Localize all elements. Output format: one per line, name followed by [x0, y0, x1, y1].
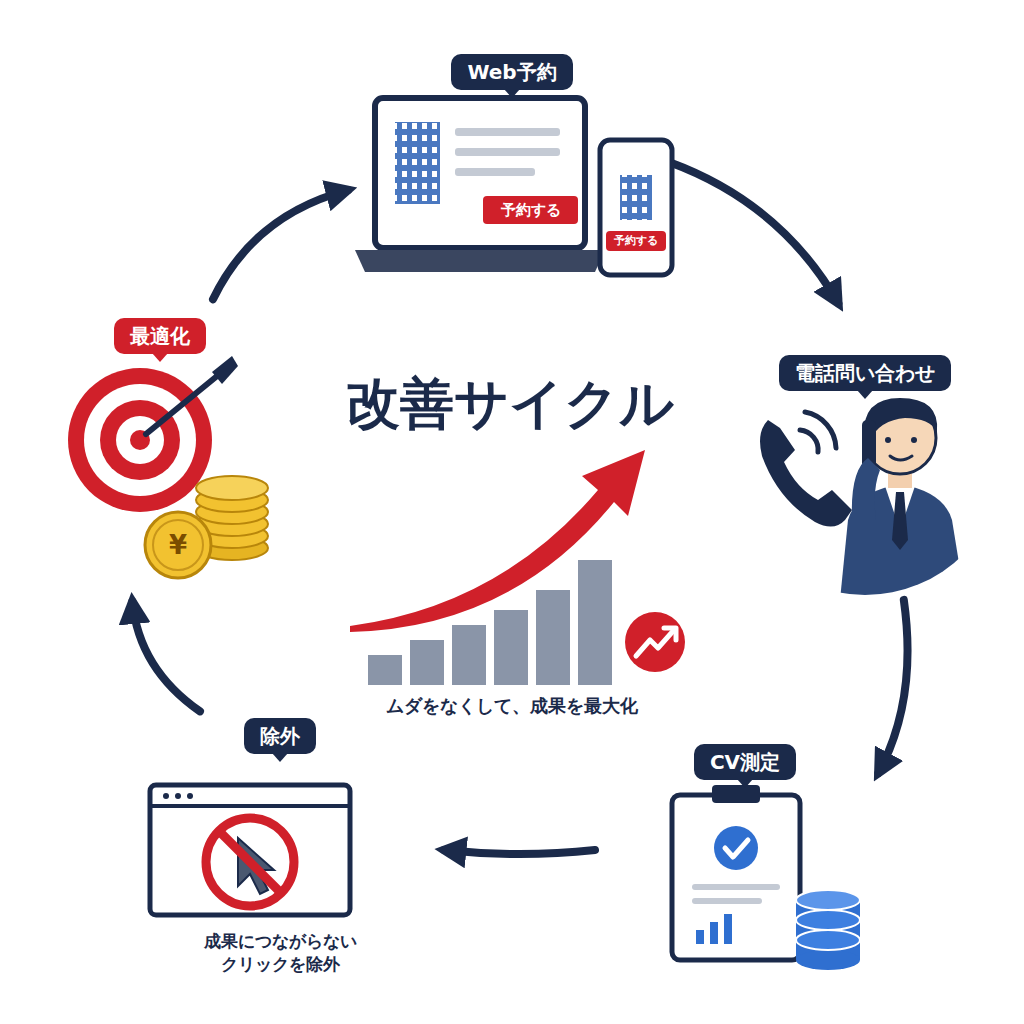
diagram-caption: ムダをなくして、成果を最大化: [312, 694, 712, 718]
person-figure: [840, 398, 965, 600]
step-label: 電話問い合わせ: [779, 355, 951, 391]
clipboard-icon: [672, 785, 800, 960]
step-label: CV測定: [694, 744, 796, 780]
handset-icon: [760, 412, 852, 527]
cycle-arrow: [213, 190, 348, 299]
yen-mark: ¥: [160, 527, 196, 563]
step-label: 最適化: [114, 318, 206, 354]
step-label: 除外: [244, 718, 316, 754]
cycle-arrow: [670, 162, 839, 303]
cycle-arrow: [444, 850, 595, 854]
browser-icon: [150, 785, 350, 915]
cycle-arrow: [878, 600, 907, 773]
growth-chart: [350, 450, 685, 685]
cycle-arrow: [132, 602, 200, 712]
diagram-title: 改善サイクル: [300, 372, 720, 437]
coin-stack: [145, 476, 268, 578]
database-icon: [796, 890, 860, 970]
step-label: Web予約: [451, 54, 572, 90]
laptop-icon: [355, 98, 605, 272]
reserve-button: 予約する: [606, 231, 666, 251]
phone-icon: [600, 140, 672, 275]
reserve-button: 予約する: [483, 196, 578, 224]
step-note: 成果につながらないクリックを除外: [198, 930, 363, 976]
